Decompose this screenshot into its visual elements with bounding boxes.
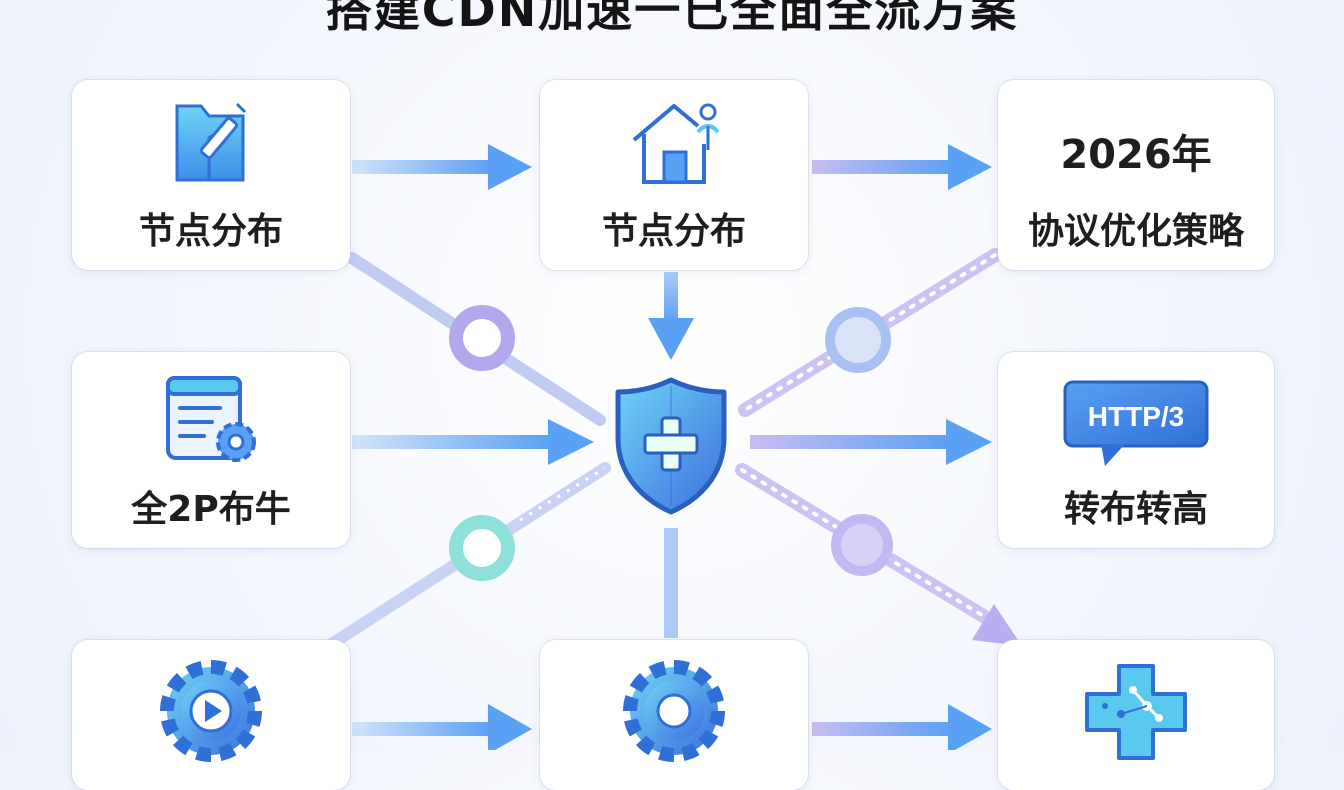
connector-diagonal-top-right [738, 248, 1002, 417]
arrow-top-center-to-right [812, 144, 992, 190]
card-bottom-right [998, 640, 1274, 790]
connector-diagonal-bottom-right [735, 463, 1022, 646]
card-label: 节点分布 [601, 211, 746, 252]
gear-play-icon [72, 656, 350, 766]
badge-text: HTTP/3 [1088, 401, 1184, 432]
card-label: 转布转高 [1063, 489, 1208, 530]
card-node-distribution-left: 节点分布 [72, 80, 350, 270]
shield-plus-icon [612, 376, 730, 521]
card-bottom-left [72, 640, 350, 790]
arrow-bottom-center-to-right [812, 704, 992, 750]
folder-edit-icon [72, 98, 350, 188]
year-label: 2026年 [1060, 132, 1212, 178]
card-http3: HTTP/3 转布转高 [998, 352, 1274, 548]
arrow-shield-to-mid-right [750, 419, 992, 465]
connector-diagonal-bottom-left [324, 462, 611, 651]
arrow-top-left-to-center [352, 144, 532, 190]
card-label: 协议优化策略 [1027, 211, 1244, 252]
arrow-bottom-left-to-center [352, 704, 532, 750]
card-protocol-optimization: 2026年 协议优化策略 [998, 80, 1274, 270]
connector-layer [324, 144, 1022, 750]
arrow-down-to-shield [648, 272, 694, 360]
circuit-cross-icon [998, 662, 1274, 762]
speech-bubble-icon: HTTP/3 [998, 378, 1274, 474]
home-user-icon [540, 98, 808, 188]
card-node-distribution-center: 节点分布 [540, 80, 808, 270]
card-deployment: 全2P布牛 [72, 352, 350, 548]
card-label: 全2P布牛 [131, 489, 291, 530]
card-label: 节点分布 [138, 211, 283, 252]
document-gear-icon [72, 370, 350, 466]
connector-shield-down [664, 528, 678, 638]
card-bottom-center [540, 640, 808, 790]
arrow-mid-left-to-shield [352, 419, 594, 465]
page-title: 搭建CDN加速一已全面全流方案 [325, 0, 1019, 37]
connector-diagonal-top-left [346, 252, 606, 426]
